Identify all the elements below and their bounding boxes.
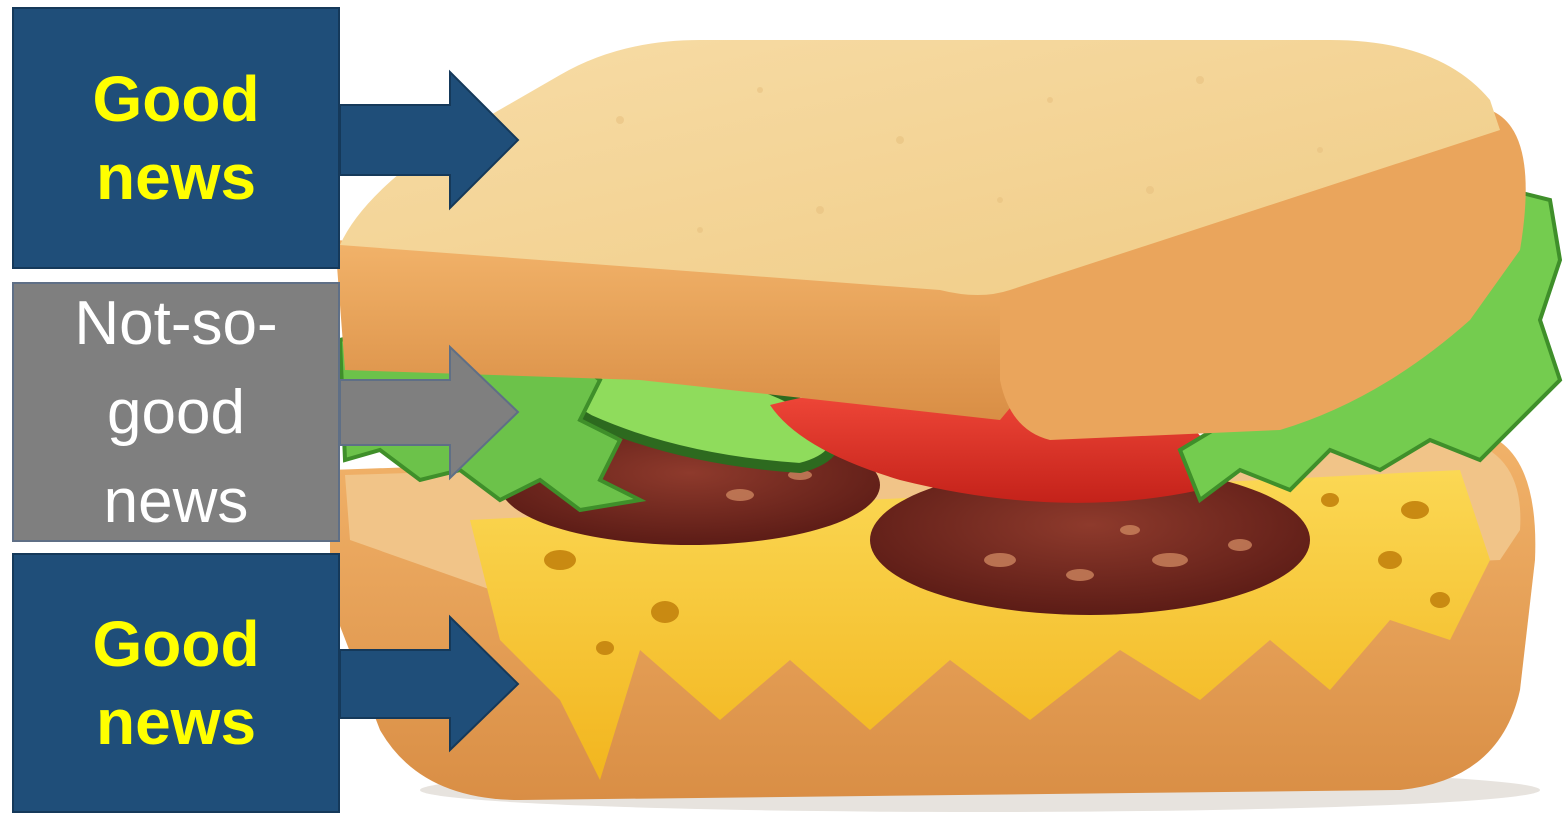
label-line: good bbox=[107, 377, 245, 447]
label-line: news bbox=[103, 466, 249, 536]
cheese-holes bbox=[544, 493, 1450, 655]
top-bread-face bbox=[340, 40, 1500, 295]
label-line: news bbox=[95, 141, 257, 213]
arrow-right-icon bbox=[339, 69, 520, 211]
top-bread-right-crust bbox=[1000, 110, 1526, 440]
label-line: news bbox=[95, 686, 257, 758]
arrow-right-icon bbox=[339, 344, 520, 481]
label-line: Good bbox=[92, 63, 260, 135]
label-line: Good bbox=[92, 608, 260, 680]
good-news-top-label: Good news bbox=[12, 7, 340, 269]
label-line: Not-so- bbox=[74, 288, 278, 358]
top-bread-crust bbox=[335, 240, 1050, 420]
not-so-good-news-label: Not-so- good news bbox=[12, 282, 340, 542]
bread-texture bbox=[616, 76, 1323, 233]
arrow-right-icon bbox=[339, 614, 520, 753]
good-news-bottom-label: Good news bbox=[12, 553, 340, 813]
